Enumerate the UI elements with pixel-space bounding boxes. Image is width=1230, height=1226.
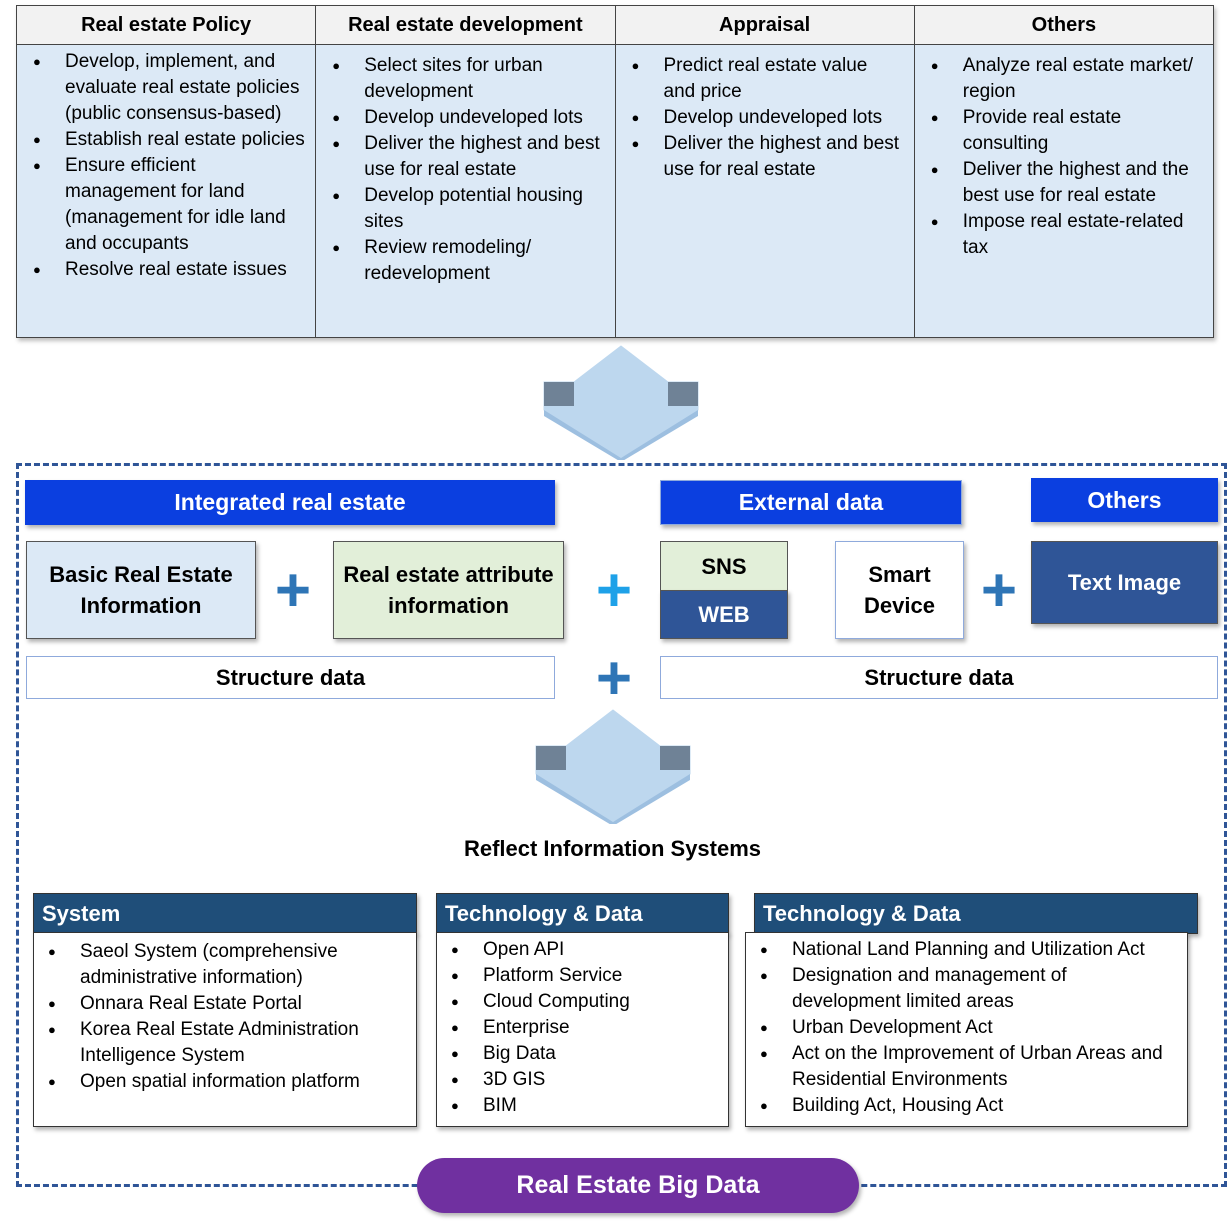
bullet-list: Saeol System (comprehensive administrati… [40,939,408,1095]
list-item: Act on the Improvement of Urban Areas an… [752,1041,1179,1093]
list-item: Deliver the highest and the best use for… [923,157,1203,209]
down-arrow-icon [543,345,699,460]
column-body: Predict real estate value and price Deve… [615,45,914,337]
plus-icon: + [980,556,1018,625]
list-item: Predict real estate value and price [624,53,904,105]
column-header: Others [914,6,1213,45]
others-header: Others [1031,478,1218,522]
plus-icon: + [595,644,633,713]
list-item: Building Act, Housing Act [752,1093,1179,1119]
bullet-list: Select sites for urban development Devel… [324,53,604,287]
list-item: Platform Service [443,963,720,989]
list-item: Develop potential housing sites [324,183,604,235]
down-arrow-icon [535,709,691,824]
column-header: Real estate Policy [17,6,316,45]
list-item: Deliver the highest and best use for rea… [324,131,604,183]
system-body: Saeol System (comprehensive administrati… [33,932,417,1127]
list-item: Establish real estate policies [25,127,305,153]
list-item: Korea Real Estate Administration Intelli… [40,1017,408,1069]
list-item: Develop undeveloped lots [324,105,604,131]
technology-body: Open API Platform Service Cloud Computin… [436,932,729,1127]
structure-data-right: Structure data [660,656,1218,699]
plus-icon: + [595,556,633,625]
bullet-list: Analyze real estate market/ region Provi… [923,53,1203,261]
smart-device-box: Smart Device [835,541,964,639]
list-item: Select sites for urban development [324,53,604,105]
column-body: Analyze real estate market/ region Provi… [914,45,1213,337]
list-item: Urban Development Act [752,1015,1179,1041]
big-data-pill: Real Estate Big Data [417,1158,859,1213]
list-item: Develop, implement, and evaluate real es… [25,49,305,127]
column-development: Real estate development Select sites for… [316,6,616,337]
structure-data-left: Structure data [26,656,555,699]
system-header: System [33,893,417,934]
column-header: Real estate development [316,6,615,45]
list-item: Cloud Computing [443,989,720,1015]
list-item: Impose real estate-related tax [923,209,1203,261]
basic-info-box: Basic Real Estate Information [26,541,256,639]
list-item: Resolve real estate issues [25,257,305,283]
list-item: Review remodeling/ redevelopment [324,235,604,287]
list-item: Enterprise [443,1015,720,1041]
external-header: External data [660,480,962,525]
technology-header: Technology & Data [436,893,729,934]
list-item: Open API [443,937,720,963]
list-item: BIM [443,1093,720,1119]
column-others: Others Analyze real estate market/ regio… [914,6,1213,337]
bullet-list: Predict real estate value and price Deve… [624,53,904,183]
reflect-label: Reflect Information Systems [463,836,762,861]
attribute-info-box: Real estate attribute information [333,541,564,639]
list-item: Ensure efficient management for land (ma… [25,153,305,257]
web-box: WEB [660,590,788,639]
list-item: Designation and management of developmen… [752,963,1179,1015]
list-item: Provide real estate consulting [923,105,1203,157]
sns-box: SNS [660,541,788,591]
law-header: Technology & Data [754,893,1198,934]
text-image-box: Text Image [1031,541,1218,624]
bullet-list: Open API Platform Service Cloud Computin… [443,937,720,1119]
list-item: Analyze real estate market/ region [923,53,1203,105]
integrated-header: Integrated real estate [25,480,555,525]
column-policy: Real estate Policy Develop, implement, a… [17,6,317,337]
list-item: Saeol System (comprehensive administrati… [40,939,408,991]
column-body: Select sites for urban development Devel… [316,45,615,337]
bullet-list: National Land Planning and Utilization A… [752,937,1179,1119]
column-appraisal: Appraisal Predict real estate value and … [615,6,915,337]
column-header: Appraisal [615,6,914,45]
list-item: Big Data [443,1041,720,1067]
list-item: Open spatial information platform [40,1069,408,1095]
bullet-list: Develop, implement, and evaluate real es… [25,49,305,283]
column-body: Develop, implement, and evaluate real es… [17,45,316,337]
list-item: Deliver the highest and best use for rea… [624,131,904,183]
plus-icon: + [274,556,312,625]
list-item: Develop undeveloped lots [624,105,904,131]
list-item: National Land Planning and Utilization A… [752,937,1179,963]
responsibility-table: Real estate Policy Develop, implement, a… [16,5,1214,338]
law-body: National Land Planning and Utilization A… [745,932,1188,1127]
list-item: 3D GIS [443,1067,720,1093]
list-item: Onnara Real Estate Portal [40,991,408,1017]
